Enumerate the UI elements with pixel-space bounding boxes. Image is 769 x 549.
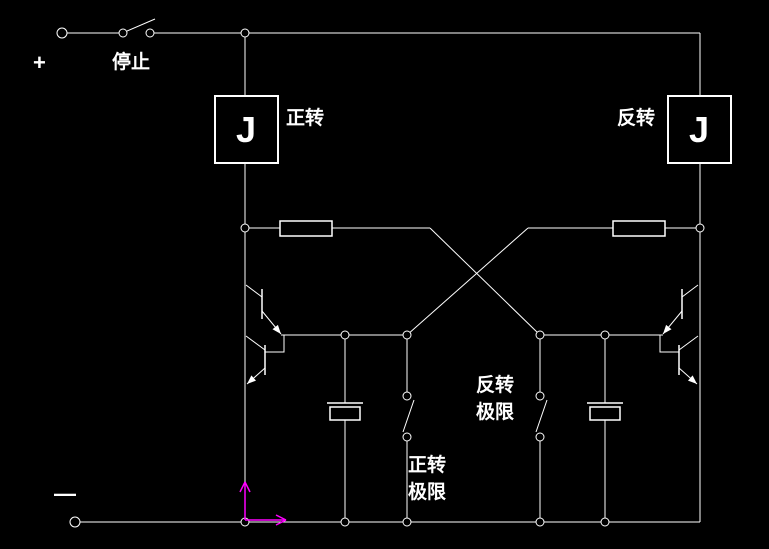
ucs-axis-icon	[239, 481, 287, 526]
collector-lead	[678, 335, 699, 351]
junction-node	[402, 517, 412, 527]
junction-node	[535, 330, 545, 340]
minus-terminal[interactable]: —	[54, 481, 81, 528]
limit-switch-forward[interactable]: 正转 极限	[402, 391, 446, 503]
reverse-relay-label: 反转	[617, 106, 655, 129]
limit-switch-reverse[interactable]: 反转 极限	[476, 373, 548, 442]
stop-switch[interactable]: 停止	[112, 18, 156, 73]
base-link	[265, 335, 285, 353]
relay-coil-reverse[interactable]: J 反转	[617, 95, 732, 164]
capacitor-right[interactable]	[587, 402, 623, 421]
transistor-pair-right[interactable]	[659, 284, 699, 385]
junction-node	[240, 28, 250, 38]
minus-terminal-circle	[69, 516, 81, 528]
capacitor-body	[329, 406, 361, 421]
plus-label: +	[33, 50, 46, 75]
emitter-arrow	[688, 375, 697, 384]
base-link	[659, 335, 679, 353]
relay-left-letter: J	[236, 109, 256, 150]
relay-coil-forward[interactable]: J 正转	[214, 95, 324, 164]
forward-relay-label: 正转	[286, 106, 324, 129]
forward-limit-label-1: 正转	[408, 453, 446, 476]
wires	[67, 32, 701, 523]
switch-blade	[402, 399, 415, 433]
reverse-limit-label-1: 反转	[476, 373, 514, 396]
switch-contact-right	[145, 28, 155, 38]
switch-contact-left	[118, 28, 128, 38]
collector-lead	[681, 284, 699, 298]
plus-terminal[interactable]: +	[33, 27, 68, 75]
reverse-limit-label-2: 极限	[476, 400, 514, 423]
emitter-arrow	[247, 375, 256, 384]
switch-contact-top	[535, 391, 545, 401]
switch-blade	[535, 399, 548, 433]
junction-node	[340, 330, 350, 340]
relay-right-letter: J	[689, 109, 709, 150]
switch-blade	[126, 18, 156, 32]
junction-node	[535, 517, 545, 527]
plus-terminal-circle	[56, 27, 68, 39]
minus-label: —	[54, 481, 76, 506]
switch-contact-top	[402, 391, 412, 401]
resistor-left[interactable]	[279, 220, 333, 237]
relay-box-right	[667, 95, 732, 164]
collector-lead	[245, 284, 263, 298]
collector-lead	[245, 335, 266, 351]
resistor-left-body	[279, 220, 333, 237]
forward-limit-label-2: 极限	[408, 480, 446, 503]
stop-switch-label: 停止	[112, 50, 150, 73]
junction-node	[600, 330, 610, 340]
junction-node	[402, 330, 412, 340]
junction-node	[340, 517, 350, 527]
switch-contact-bottom	[402, 432, 412, 442]
resistor-right[interactable]	[612, 220, 666, 237]
junction-node	[695, 223, 705, 233]
capacitor-body	[589, 406, 621, 421]
junction-nodes	[240, 28, 705, 527]
relay-box-left	[214, 95, 279, 164]
switch-contact-bottom	[535, 432, 545, 442]
junction-node	[240, 223, 250, 233]
transistor-pair-left[interactable]	[245, 284, 285, 385]
capacitor-left[interactable]	[327, 402, 363, 421]
emitter-arrow	[272, 324, 281, 334]
junction-node	[600, 517, 610, 527]
emitter-arrow	[663, 324, 672, 334]
resistor-right-body	[612, 220, 666, 237]
